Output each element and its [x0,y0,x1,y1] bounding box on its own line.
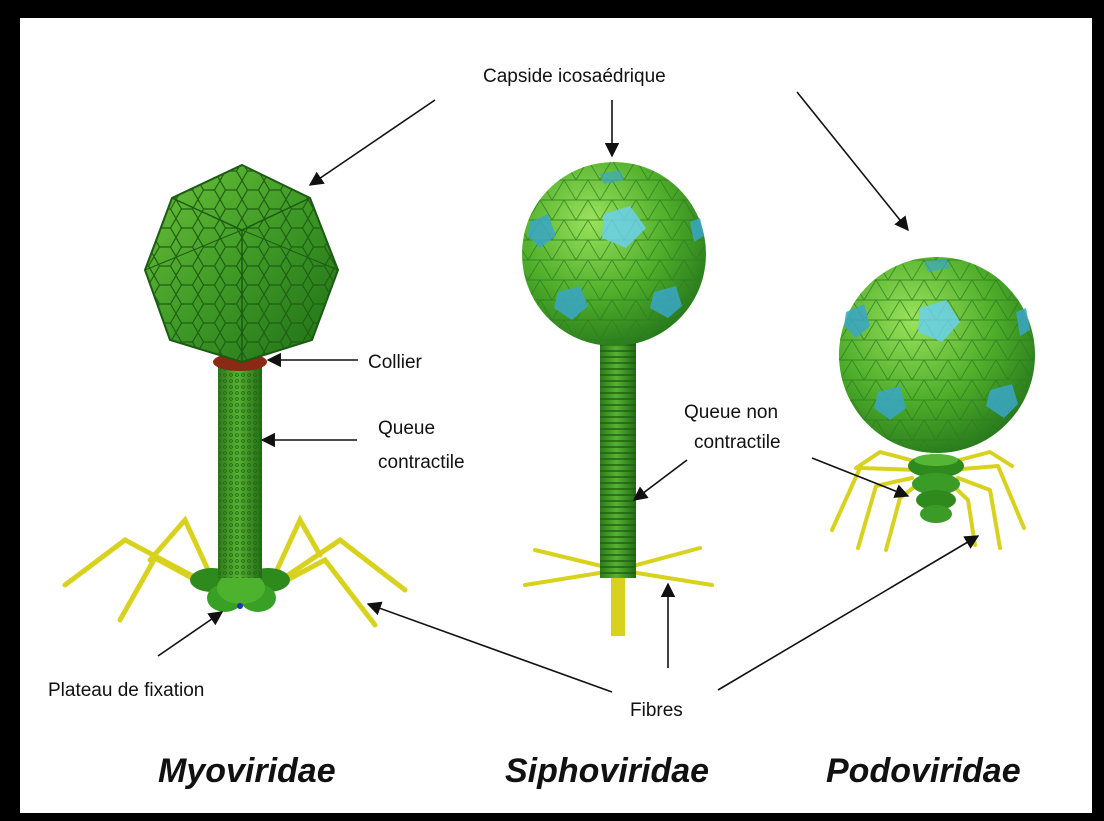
family-siphoviridae: Siphoviridae [505,752,709,790]
label-capsid: Capside icosaédrique [483,66,666,87]
label-noncontractile-tail-line2: contractile [694,432,781,453]
myo-tail-mesh [218,366,262,578]
label-contractile-tail-line1: Queue [378,418,435,439]
sipho-capsid [522,162,706,346]
label-noncontractile-tail-line1: Queue non [684,402,778,423]
label-fibers: Fibres [630,700,683,721]
label-baseplate: Plateau de fixation [48,680,204,701]
label-contractile-tail-line2: contractile [378,452,465,473]
family-podoviridae: Podoviridae [826,752,1021,790]
sipho-tail-rings [600,326,636,578]
podo-capsid [839,257,1035,453]
family-myoviridae: Myoviridae [158,752,336,790]
sipho-tail-spike [611,574,625,636]
label-collar: Collier [368,352,423,373]
